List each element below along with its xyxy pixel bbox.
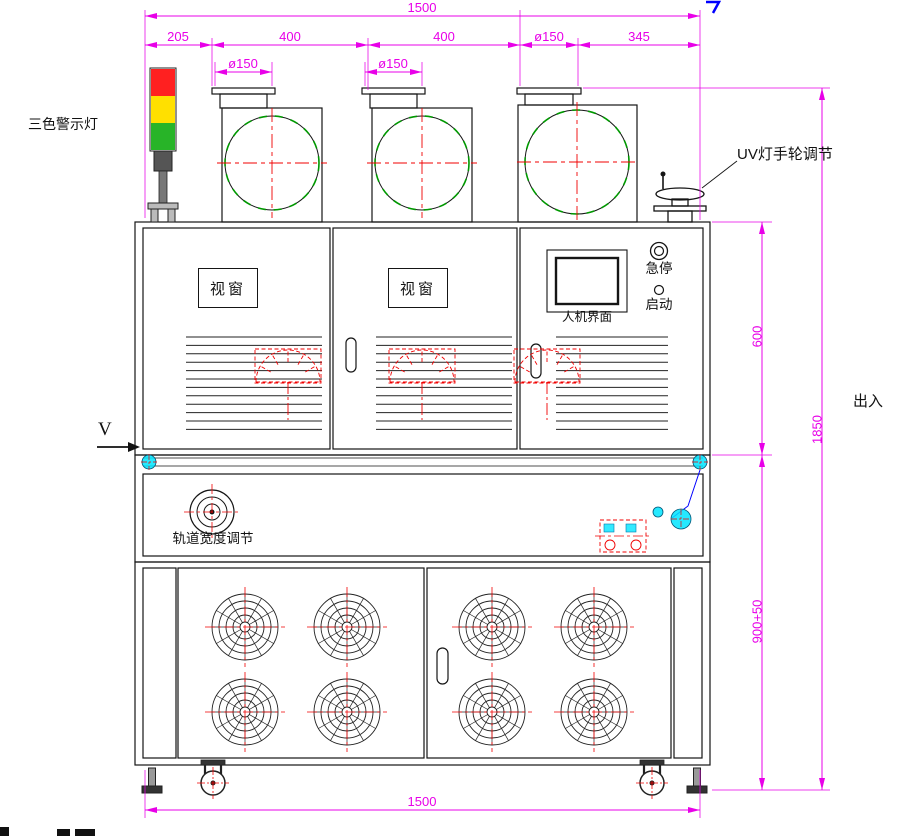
estop-button bbox=[649, 241, 669, 261]
tricolor-light-label: 三色警示灯 bbox=[28, 116, 98, 132]
dim-900-50: 900+50 bbox=[749, 599, 765, 644]
upper-cabinet bbox=[134, 221, 711, 456]
track-width-handwheel bbox=[184, 484, 240, 540]
blower-1 bbox=[211, 87, 323, 223]
dim-1850: 1850 bbox=[809, 415, 825, 444]
uv-handwheel-label: UV灯手轮调节 bbox=[737, 146, 833, 163]
estop-label: 急停 bbox=[645, 261, 673, 276]
machine-body bbox=[134, 87, 711, 766]
uv-gauge-3 bbox=[513, 348, 581, 421]
dim-d150-top: ø150 bbox=[534, 29, 564, 44]
lower-door-right bbox=[426, 567, 672, 759]
dimension-lines bbox=[145, 13, 825, 813]
conveyor-rollers bbox=[141, 454, 708, 470]
belt-mechanism bbox=[595, 469, 701, 553]
blower-inlets bbox=[217, 102, 637, 222]
dim-top-total: 1500 bbox=[407, 0, 437, 15]
border-fragment-blue bbox=[706, 0, 722, 14]
dim-d150-flange2: ø150 bbox=[378, 56, 408, 71]
in-out-label: 出入 bbox=[853, 393, 884, 410]
leveling-foot-right bbox=[686, 767, 708, 794]
uv-gauge-2 bbox=[388, 348, 456, 421]
blower-2 bbox=[361, 87, 473, 223]
uv-leader-line bbox=[701, 160, 738, 189]
cropped-text-fragment bbox=[75, 829, 95, 836]
dim-345: 345 bbox=[628, 29, 650, 44]
extension-lines bbox=[144, 10, 830, 818]
door-handle-upper-right bbox=[530, 343, 542, 379]
upper-panel-3 bbox=[519, 227, 704, 450]
upper-panel-1 bbox=[142, 227, 331, 450]
dim-bottom-total: 1500 bbox=[407, 794, 437, 809]
uv-handwheel bbox=[653, 171, 707, 223]
estop-button-inner bbox=[653, 245, 665, 257]
viewport-window-2: 视窗 bbox=[388, 268, 448, 308]
dim-d150-flange1: ø150 bbox=[228, 56, 258, 71]
hmi-screen bbox=[554, 256, 620, 306]
dim-600: 600 bbox=[749, 325, 765, 348]
hmi-label: 人机界面 bbox=[561, 310, 612, 324]
viewport-label-2: 视窗 bbox=[399, 280, 436, 298]
viewport-label-1: 视窗 bbox=[209, 280, 246, 298]
start-label: 启动 bbox=[645, 297, 673, 312]
cropped-text-fragment bbox=[57, 829, 70, 836]
lower-cabinet bbox=[134, 561, 711, 766]
start-button bbox=[653, 284, 665, 296]
door-handle-lower bbox=[436, 647, 449, 685]
lower-door-left bbox=[177, 567, 425, 759]
cropped-text-fragment bbox=[0, 827, 9, 836]
uv-gauge-1 bbox=[254, 348, 322, 421]
caster-right bbox=[634, 758, 670, 801]
lower-side-panel-right bbox=[673, 567, 703, 759]
track-width-label: 轨道宽度调节 bbox=[172, 531, 254, 546]
dim-400-b: 400 bbox=[433, 29, 455, 44]
section-v-label: V bbox=[98, 419, 112, 440]
mid-panel bbox=[142, 473, 704, 557]
lower-side-panel-left bbox=[142, 567, 177, 759]
cooling-fans bbox=[204, 586, 635, 753]
viewport-window-1: 视窗 bbox=[198, 268, 258, 308]
dim-400-a: 400 bbox=[279, 29, 301, 44]
tricolor-light bbox=[147, 67, 179, 223]
section-arrow bbox=[97, 442, 140, 452]
caster-left bbox=[195, 758, 231, 801]
upper-panel-2 bbox=[332, 227, 518, 450]
dim-205: 205 bbox=[167, 29, 189, 44]
door-handle-upper-mid bbox=[345, 337, 357, 373]
hmi-panel bbox=[546, 249, 628, 313]
